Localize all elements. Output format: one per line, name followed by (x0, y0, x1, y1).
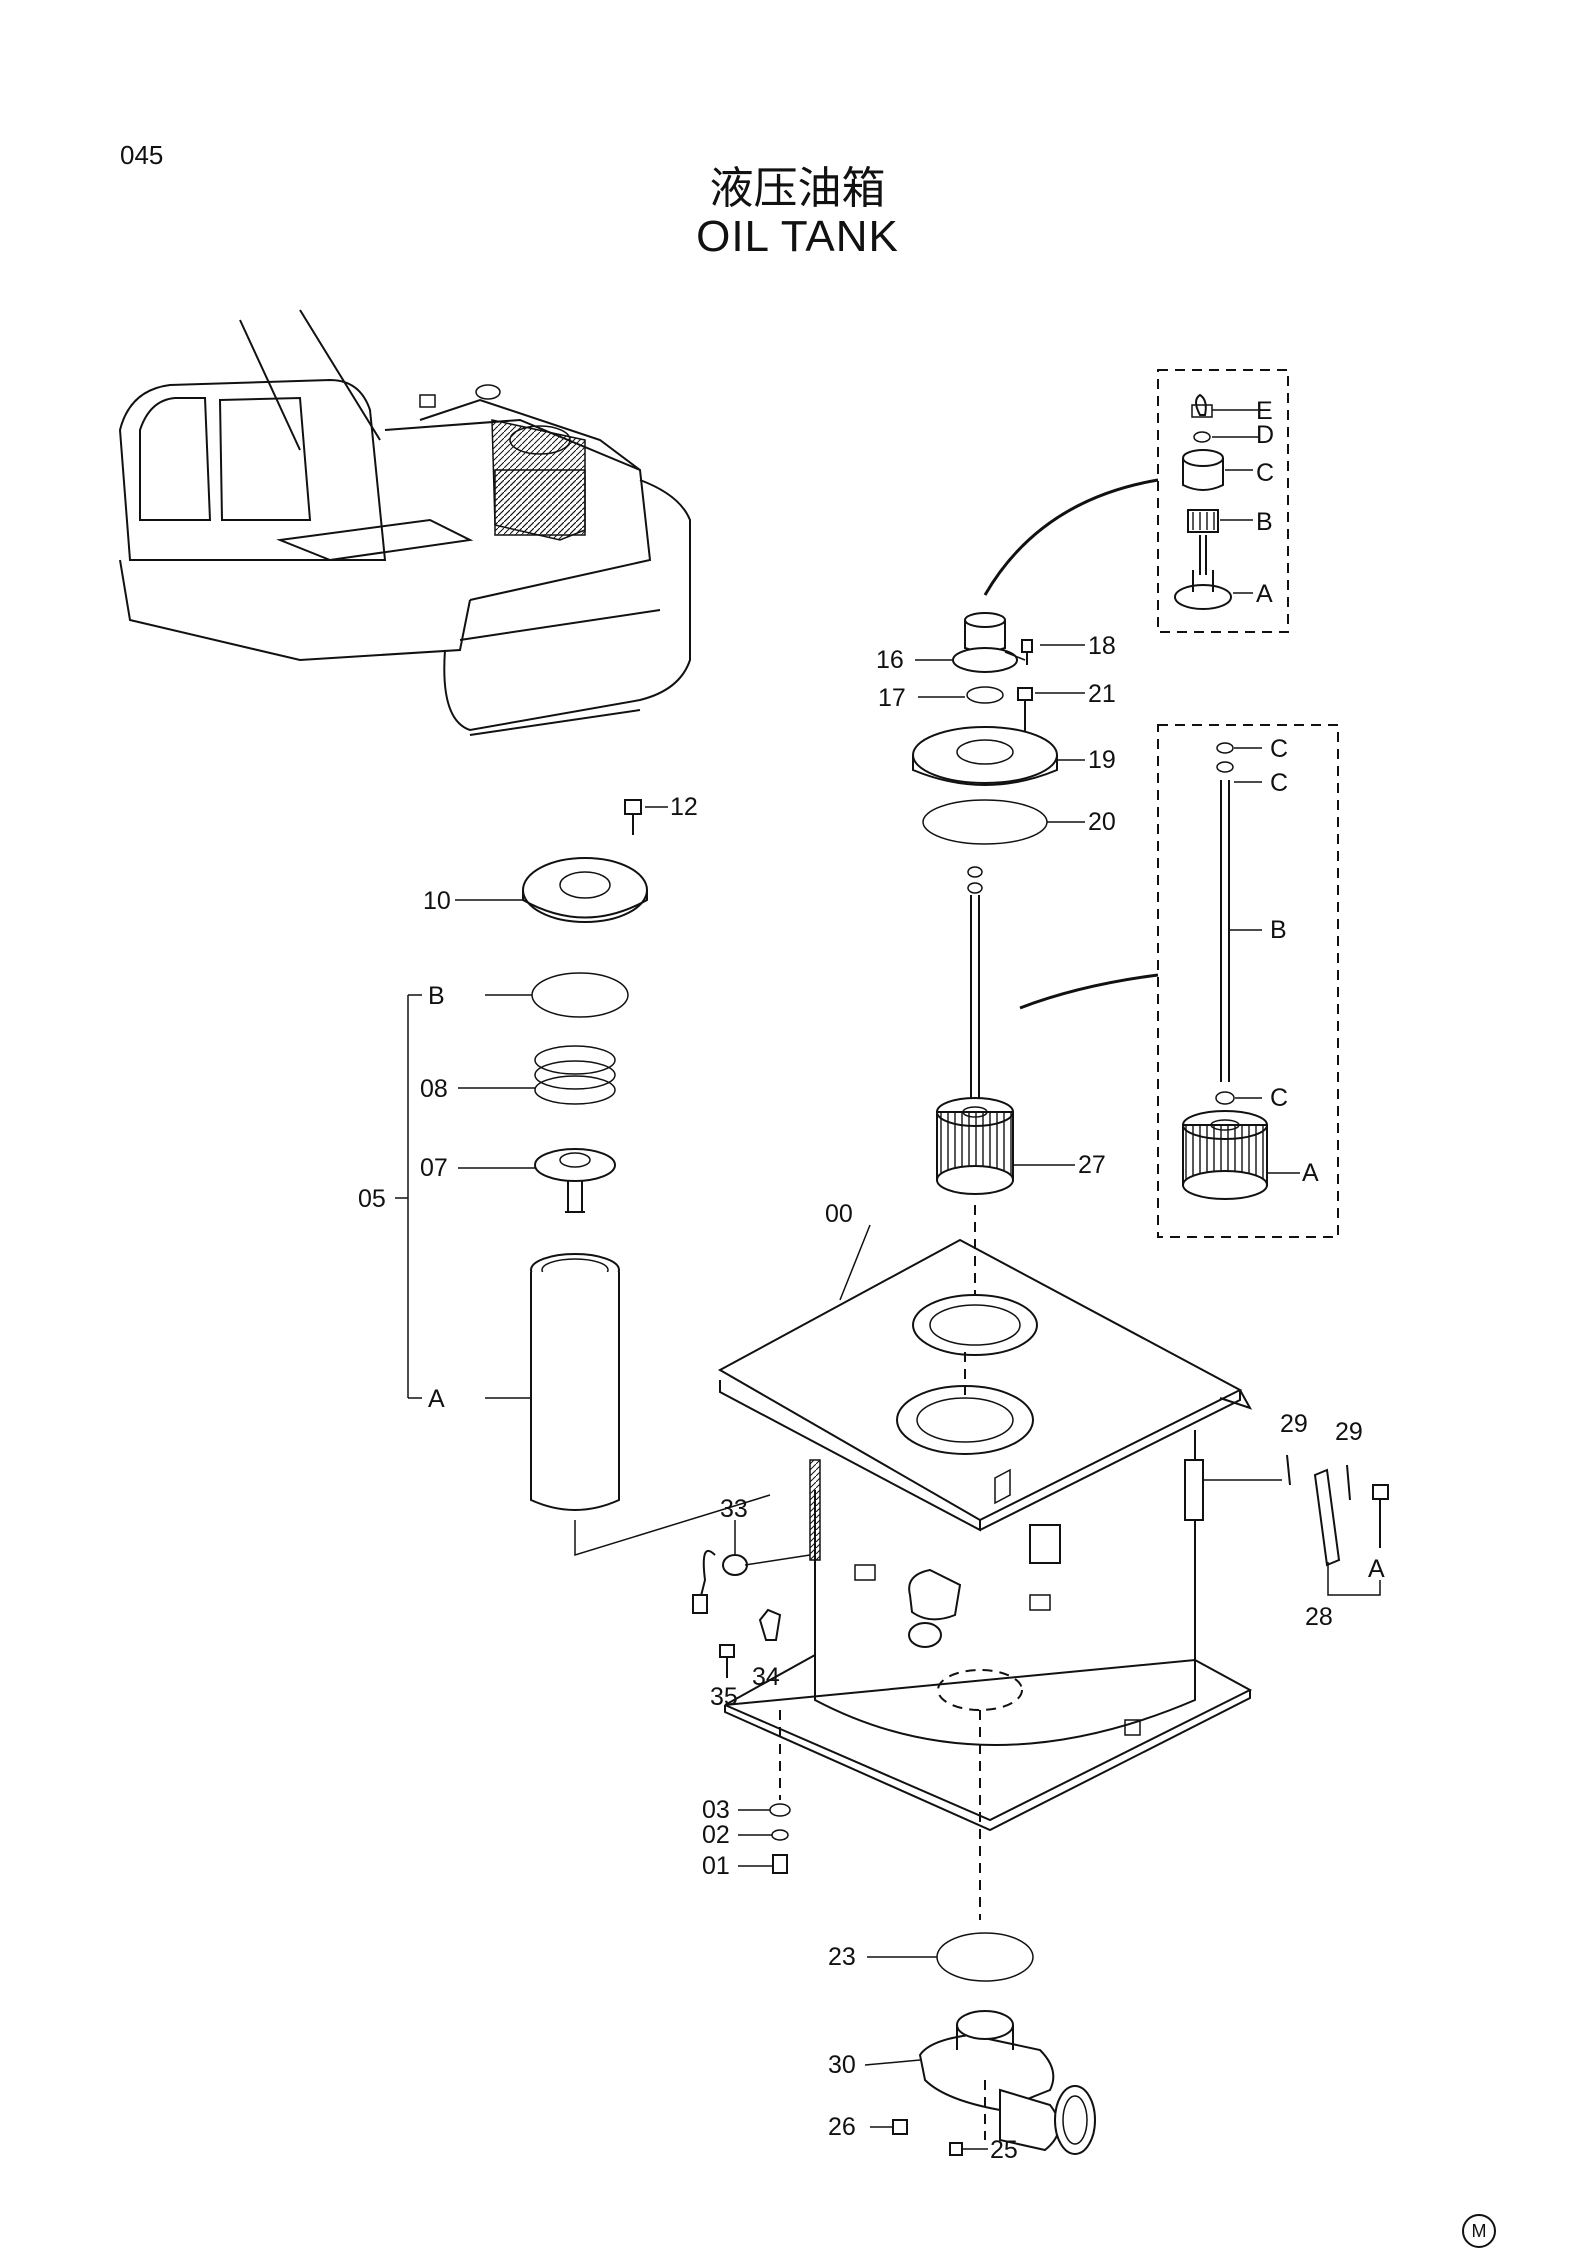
callout-28-A: A (1368, 1555, 1385, 1583)
leader-curve-27 (1019, 973, 1159, 1010)
callout-29-b: 29 (1335, 1418, 1363, 1446)
detail27-label-B: B (1270, 916, 1287, 944)
callout-29-a: 29 (1280, 1410, 1308, 1438)
callout-02: 02 (702, 1821, 730, 1849)
callout-05-A: A (428, 1385, 445, 1413)
callout-00: 00 (825, 1200, 853, 1228)
callout-23: 23 (828, 1943, 856, 1971)
detail-box-16: E D C B A (1157, 369, 1289, 633)
title-chinese: 液压油箱 (709, 163, 886, 214)
callout-16: 16 (876, 646, 904, 674)
detail27-label-C3: C (1270, 1084, 1288, 1112)
callout-03: 03 (702, 1796, 730, 1824)
detail16-label-C: C (1256, 459, 1274, 487)
detail16-label-A: A (1256, 580, 1273, 608)
callout-35: 35 (710, 1683, 738, 1711)
callout-21: 21 (1088, 680, 1116, 708)
sensor-group: 33 34 35 (692, 1495, 811, 1711)
detail16-label-D: D (1256, 421, 1274, 449)
breather-group: 18 16 21 17 19 20 (876, 612, 1116, 845)
callout-26: 26 (828, 2113, 856, 2141)
detail27-label-C2: C (1270, 769, 1288, 797)
callout-17: 17 (878, 684, 906, 712)
callout-08: 08 (420, 1075, 448, 1103)
callout-12: 12 (670, 793, 698, 821)
oil-tank-00: 00 (717, 1200, 1282, 1920)
strainer-27: 27 (936, 866, 1106, 1195)
detail16-label-B: B (1256, 508, 1273, 536)
detail16-label-E: E (1256, 397, 1273, 425)
callout-01: 01 (702, 1852, 730, 1880)
detail27-label-C1: C (1270, 735, 1288, 763)
callout-18: 18 (1088, 632, 1116, 660)
title-english: OIL TANK (696, 212, 899, 261)
callout-20: 20 (1088, 808, 1116, 836)
callout-05: 05 (358, 1185, 386, 1213)
mounting-bolts: 03 02 01 (702, 1796, 791, 1880)
detail-box-27: C C B C A (1157, 724, 1339, 1238)
callout-07: 07 (420, 1154, 448, 1182)
callout-19: 19 (1088, 746, 1116, 774)
callout-28: 28 (1305, 1603, 1333, 1631)
callout-05-B: B (428, 982, 445, 1010)
callout-25: 25 (990, 2136, 1018, 2164)
side-parts-28-29: 29 29 A 28 (1280, 1410, 1389, 1631)
return-filter-group: 12 10 08 07 B A 05 (358, 793, 771, 1557)
callout-10: 10 (423, 887, 451, 915)
manufacturer-mark: M (1462, 2214, 1496, 2248)
leader-curve-16 (983, 478, 1159, 596)
suction-port-group: 23 30 26 25 (828, 1932, 1096, 2164)
callout-33: 33 (720, 1495, 748, 1523)
callout-34: 34 (752, 1663, 780, 1691)
callout-30: 30 (828, 2051, 856, 2079)
excavator-location-view (118, 309, 691, 736)
detail27-label-A: A (1302, 1159, 1319, 1187)
page-number: 045 (120, 140, 164, 170)
callout-27: 27 (1078, 1151, 1106, 1179)
